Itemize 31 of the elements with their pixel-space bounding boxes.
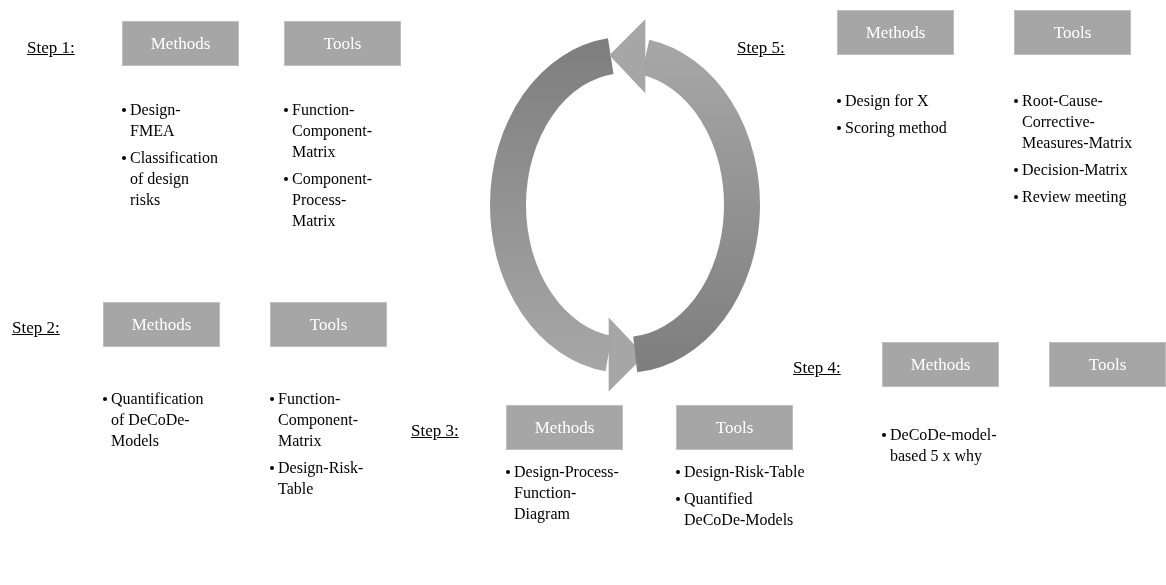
list-item: Design-Process-Function-Diagram [514, 462, 620, 524]
step-label: Step 5: [737, 37, 785, 59]
category-box: Methods [837, 10, 954, 55]
list-item: Function-Component-Matrix [278, 389, 359, 451]
list-item: DeCoDe-model-based 5 x why [890, 425, 998, 466]
list-item: Classification of design risks [130, 148, 218, 210]
list-item: Quantified DeCoDe-Models [684, 489, 795, 530]
category-box: Methods [103, 302, 220, 347]
step-label: Step 3: [411, 420, 459, 442]
list-item: Function-Component-Matrix [292, 100, 373, 162]
category-box: Methods [506, 405, 623, 450]
list-item: Design-FMEA [130, 100, 182, 141]
category-box: Tools [284, 21, 401, 66]
list-item: Review meeting [1022, 187, 1127, 207]
category-box: Methods [882, 342, 999, 387]
step-label: Step 2: [12, 317, 60, 339]
list-item: Component-Process-Matrix [292, 169, 373, 231]
category-box: Tools [1049, 342, 1166, 387]
list-item: Scoring method [845, 118, 947, 138]
category-box: Tools [1014, 10, 1131, 55]
category-box: Tools [676, 405, 793, 450]
list-item: Design-Risk-Table [684, 462, 805, 482]
category-box: Methods [122, 21, 239, 66]
list-item: Root-Cause-Corrective-Measures-Matrix [1022, 91, 1134, 153]
list-item: Decision-Matrix [1022, 160, 1128, 180]
list-item: Design-Risk-Table [278, 458, 365, 499]
step-label: Step 4: [793, 357, 841, 379]
step-label: Step 1: [27, 37, 75, 59]
list-item: Design for X [845, 91, 929, 111]
category-box: Tools [270, 302, 387, 347]
list-item: Quantification of DeCoDe-Models [111, 389, 205, 451]
